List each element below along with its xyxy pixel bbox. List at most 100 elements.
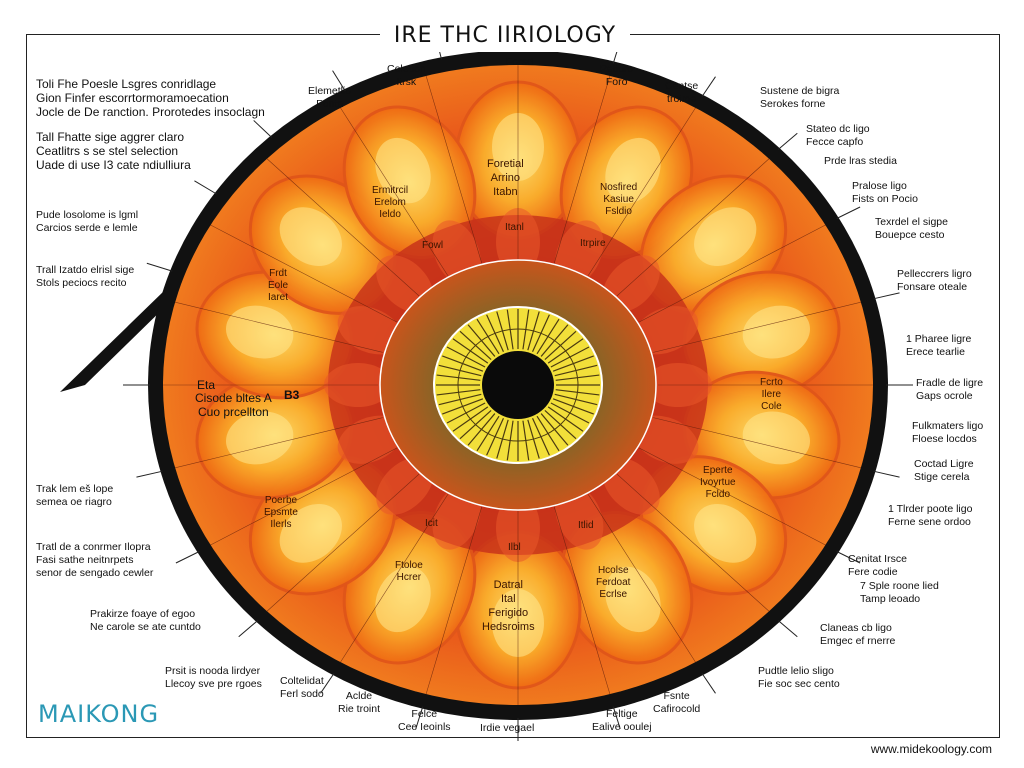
page-title: IRE THC IIRIOLOGY (393, 23, 617, 48)
label-r4-line: 7 Sple roone lied (860, 580, 939, 592)
collarette-spokes (436, 309, 600, 461)
label-t2-line: Petiuro (600, 63, 634, 75)
leader-line (873, 292, 900, 300)
inner-label-l-line: Iaret (268, 292, 289, 303)
label-l5-line: semea oe riagro (36, 496, 112, 508)
label-r5-line: 1 Tlrder poote ligo (888, 503, 973, 515)
ring-label-br-text: Itlid (578, 520, 594, 531)
label-r2-line: Emgec ef rnerre (820, 635, 896, 647)
middle-petal (633, 415, 699, 464)
label-r13: Prde lras stedia (824, 155, 897, 168)
zone-line (175, 301, 383, 353)
petal-highlight (279, 504, 342, 563)
ring-label-top-text: Itanl (505, 222, 524, 233)
pointer-shape (60, 290, 172, 392)
inner-label-top-line: Foretial (487, 158, 524, 170)
leader-line (777, 132, 798, 150)
label-l2-line: Tall Fhatte sige aggrer claro (36, 130, 185, 144)
inner-label-tl-line: Erelom (374, 197, 406, 208)
inner-label-tr-line: Kasiue (603, 194, 634, 205)
label-l1-line: Gion Finfer escorrtormoramoecation (36, 91, 229, 105)
label-l1-line: Jocle de De ranction. Prorotedes insocla… (36, 105, 265, 119)
label-r6-line: Stige cerela (914, 471, 970, 483)
label-r13-line: Prde lras stedia (824, 155, 897, 167)
label-t3: Forsd (506, 56, 533, 69)
website-url: www.midekoology.com (870, 742, 992, 756)
ring-label-tr: Itrpire (580, 238, 606, 250)
zone-line (210, 447, 397, 546)
inner-label-top-line: Itabn (493, 186, 518, 198)
label-r2-line: Claneas cb ligo (820, 622, 892, 634)
middle-petal (337, 415, 403, 464)
petal-highlight (605, 566, 661, 633)
zone-line (425, 506, 483, 695)
label-r1-line: Pudtle lelio sligo (758, 665, 834, 677)
label-r8-line: Fradle de ligre (916, 377, 984, 389)
inner-label-bottom-line: Ferigido (488, 607, 529, 619)
pupil (482, 351, 554, 419)
label-l6-line: senor de sengado cewler (36, 567, 154, 579)
label-r4-line: Tamp leoado (860, 593, 921, 605)
label-r8-line: Gaps ocrole (916, 390, 973, 402)
label-r15-line: Serokes forne (760, 98, 826, 110)
label-b6-line: Fsnte (663, 690, 690, 702)
petal-highlight (694, 207, 757, 266)
petal-highlight (279, 207, 342, 266)
leader-line (701, 76, 716, 97)
ring-label-bot-text: Ilbl (508, 542, 521, 553)
zone-line (210, 224, 397, 323)
label-l7-line: Ne carole se ate cuntdo (90, 621, 201, 633)
ring-label-tl: Fowl (422, 240, 443, 252)
label-l6-line: Tratl de a conrmer Ilopra (36, 541, 151, 553)
zone-lines (163, 65, 873, 705)
zone-line (175, 417, 383, 469)
inner-label-bl2-line: Hcrer (396, 572, 422, 583)
label-t3-line: Forsd (506, 56, 533, 68)
label-center-left-extra: Eta (197, 378, 216, 392)
ring-label-tl-text: Fowl (422, 240, 444, 251)
petal-highlight (375, 566, 431, 633)
ring-label-bl-text: Icit (425, 518, 438, 529)
middle-petal (337, 306, 403, 355)
inner-label-l-line: Eole (268, 280, 289, 291)
zone-line (587, 107, 696, 277)
zone-line (266, 473, 420, 612)
zone-line (639, 447, 826, 546)
label-center-left-main-line: Cisode bltes A (195, 391, 272, 405)
label-r12-line: Fists on Pocio (852, 193, 918, 205)
inner-label-bl-line: Poerbe (264, 495, 298, 506)
inner-label-tr-line: Nosfired (600, 182, 638, 193)
label-b1-line: Ferl sodo (280, 688, 324, 700)
label-r9-line: Erece tearlie (906, 346, 965, 358)
zone-line (425, 75, 483, 264)
label-r11-line: Texrdel el sigpe (875, 216, 948, 228)
inner-label-bl-line: Epsmte (264, 507, 298, 518)
iris-petals (195, 80, 841, 690)
label-r14-line: Stateo dc ligo (806, 123, 870, 135)
label-b4: Irdie vegael (480, 722, 534, 735)
label-r6-line: Coctad Ligre (914, 458, 974, 470)
label-b5-line: Ealive ooulej (592, 721, 652, 733)
leader-line (253, 120, 273, 138)
